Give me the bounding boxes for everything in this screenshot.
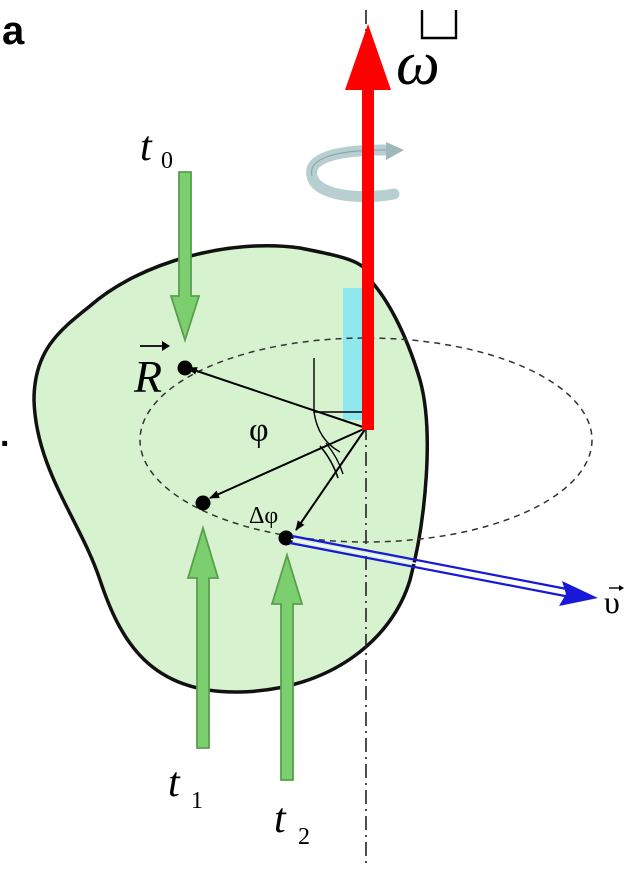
svg-text:1: 1 <box>191 788 203 814</box>
svg-text:2: 2 <box>298 824 310 850</box>
right-angle-arc <box>313 411 341 453</box>
rigid-body <box>32 244 429 694</box>
velocity-arrow <box>289 534 598 606</box>
angle-phi-label: φ <box>249 412 269 449</box>
svg-text:0: 0 <box>161 148 173 174</box>
stray-dot: . <box>0 416 9 454</box>
radius-vector-r2 <box>295 427 367 531</box>
svg-text:t: t <box>168 760 181 806</box>
label-t2: t 2 <box>274 796 310 850</box>
label-t0: t 0 <box>140 124 173 174</box>
time-arrow-t1 <box>186 524 220 749</box>
point-t2 <box>278 530 294 546</box>
time-arrow-t2 <box>270 551 304 781</box>
circular-path <box>139 337 593 543</box>
omega-label: ω <box>396 10 458 98</box>
radius-symbol: R <box>133 351 162 402</box>
svg-text:t: t <box>274 796 287 842</box>
label-t1: t 1 <box>168 760 203 814</box>
axis-highlight <box>343 288 366 420</box>
omega-symbol: ω <box>396 30 440 98</box>
panel-label: a <box>2 9 25 53</box>
omega-vector <box>345 24 391 430</box>
velocity-symbol: υ <box>604 584 620 620</box>
radius-vector-r0 <box>187 367 367 429</box>
radius-label: R <box>133 341 170 402</box>
point-t0 <box>177 360 193 376</box>
radius-vector-r1 <box>209 427 367 499</box>
svg-text:t: t <box>140 124 153 170</box>
time-arrow-t0 <box>169 171 201 343</box>
rotation-direction-icon <box>306 142 404 203</box>
point-t1 <box>195 495 211 511</box>
delta-phi-label: Δφ <box>249 503 278 529</box>
velocity-label: υ <box>604 584 624 620</box>
